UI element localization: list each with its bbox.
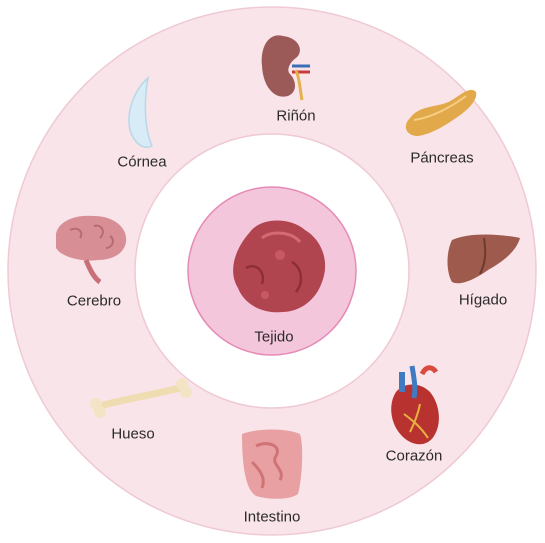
cornea-label: Córnea <box>117 155 166 170</box>
brain-label: Cerebro <box>67 294 121 309</box>
intestine-label: Intestino <box>244 510 301 525</box>
kidney-label: Riñón <box>276 109 315 124</box>
center-label: Tejido <box>254 330 293 345</box>
liver-label: Hígado <box>459 293 507 308</box>
bone-label: Hueso <box>111 427 154 442</box>
pancreas-label: Páncreas <box>410 151 473 166</box>
intestine-icon <box>242 430 302 499</box>
heart-label: Corazón <box>386 449 443 464</box>
